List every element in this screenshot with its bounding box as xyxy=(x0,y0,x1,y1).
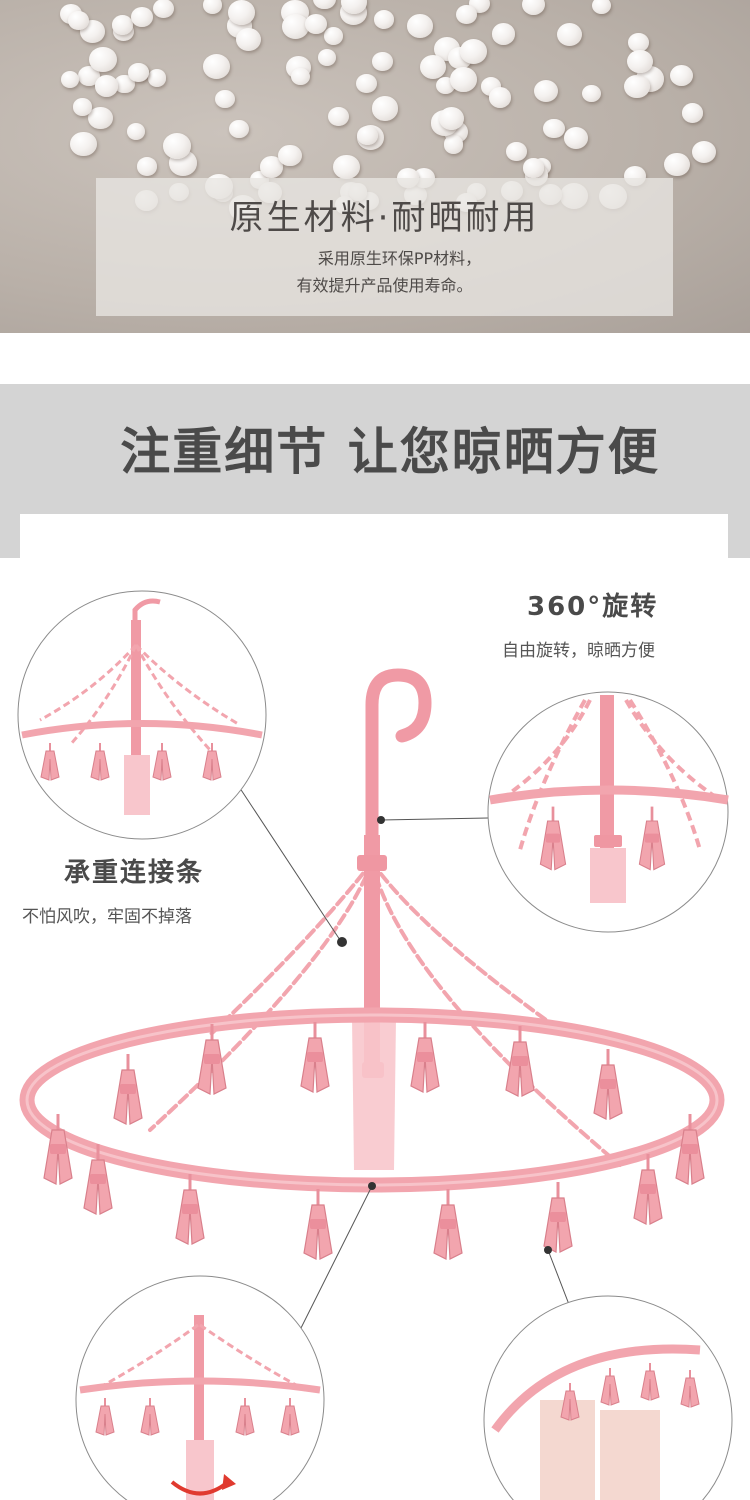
pellet xyxy=(152,0,174,18)
pellet xyxy=(67,10,90,31)
pellet xyxy=(663,152,690,177)
material-desc-line2: 有效提升产品使用寿命。 xyxy=(296,276,473,295)
pellet xyxy=(333,154,361,180)
rotary-clip-hanger-image xyxy=(17,590,733,1500)
pellet xyxy=(450,67,478,92)
zoom-detail-bottom-left xyxy=(75,1275,325,1500)
chain-feature-title: 承重连接条 xyxy=(64,858,205,888)
pellet xyxy=(305,13,327,34)
material-section: 原生材料·耐晒耐用 采用原生环保PP材料， 有效提升产品使用寿命。 xyxy=(0,0,750,333)
material-title: 原生材料·耐晒耐用 xyxy=(229,198,540,238)
pellet xyxy=(543,118,565,139)
pellet xyxy=(435,76,455,94)
pellet xyxy=(229,120,249,139)
pellet xyxy=(681,103,704,124)
material-banner: 原生材料·耐晒耐用 采用原生环保PP材料， 有效提升产品使用寿命。 xyxy=(96,178,673,316)
pellet xyxy=(627,49,653,74)
pellet xyxy=(88,106,113,130)
pellet xyxy=(282,14,310,40)
pellet xyxy=(491,23,515,45)
pellet xyxy=(215,89,236,109)
pellet xyxy=(228,0,255,25)
rotation-feature-desc: 自由旋转，晾晒方便 xyxy=(502,641,655,661)
pellet xyxy=(355,73,377,94)
pellet xyxy=(137,157,158,176)
pellet xyxy=(94,75,118,97)
pellet xyxy=(373,9,395,29)
pellet xyxy=(278,144,303,167)
pellet xyxy=(669,65,693,87)
zoom-detail-top-left xyxy=(17,590,267,840)
pellet xyxy=(114,74,135,94)
pellet xyxy=(628,33,649,52)
pellet xyxy=(111,15,133,35)
pellet xyxy=(357,126,378,146)
pellet xyxy=(459,38,488,64)
pellet xyxy=(340,0,367,14)
pellet xyxy=(318,48,337,66)
pellet xyxy=(128,63,149,82)
pellet xyxy=(522,158,544,178)
material-desc-line1: 采用原生环保PP材料， xyxy=(317,249,482,268)
pellet xyxy=(443,135,464,154)
pellet xyxy=(506,142,527,161)
pellet xyxy=(163,133,191,159)
pellet xyxy=(131,6,154,28)
pellet xyxy=(419,55,447,80)
pellet xyxy=(313,0,336,10)
pellet xyxy=(624,74,650,98)
pellet xyxy=(88,46,117,73)
pellet xyxy=(371,96,399,122)
pellet xyxy=(259,156,284,178)
pellet xyxy=(456,4,478,25)
pellet xyxy=(147,69,167,87)
detail-card-top xyxy=(20,514,728,574)
pellet xyxy=(126,123,146,141)
pellet xyxy=(581,85,601,103)
pellet xyxy=(70,132,97,157)
pellet xyxy=(556,22,582,46)
rotation-feature-title: 360°旋转 xyxy=(527,592,659,622)
pellet xyxy=(438,106,464,130)
pellet xyxy=(522,0,546,15)
pellet xyxy=(407,14,433,38)
pellet xyxy=(592,0,611,15)
pellet xyxy=(290,67,310,86)
pellet xyxy=(564,127,588,150)
pellet xyxy=(488,86,512,108)
pellet xyxy=(324,27,344,45)
pellet xyxy=(692,140,716,163)
chain-feature-desc: 不怕风吹，牢固不掉落 xyxy=(22,907,192,927)
detail-title: 注重细节 让您晾晒方便 xyxy=(120,423,660,481)
pellet xyxy=(61,71,80,88)
zoom-detail-bottom-right xyxy=(483,1295,733,1500)
pellet xyxy=(372,52,393,71)
pellet xyxy=(235,27,262,52)
pellet xyxy=(327,107,349,127)
pellet xyxy=(73,98,92,116)
pellet xyxy=(533,80,558,103)
pellet xyxy=(203,0,223,14)
pellet xyxy=(202,54,230,79)
pellet xyxy=(77,66,100,87)
zoom-detail-top-right xyxy=(487,691,729,933)
